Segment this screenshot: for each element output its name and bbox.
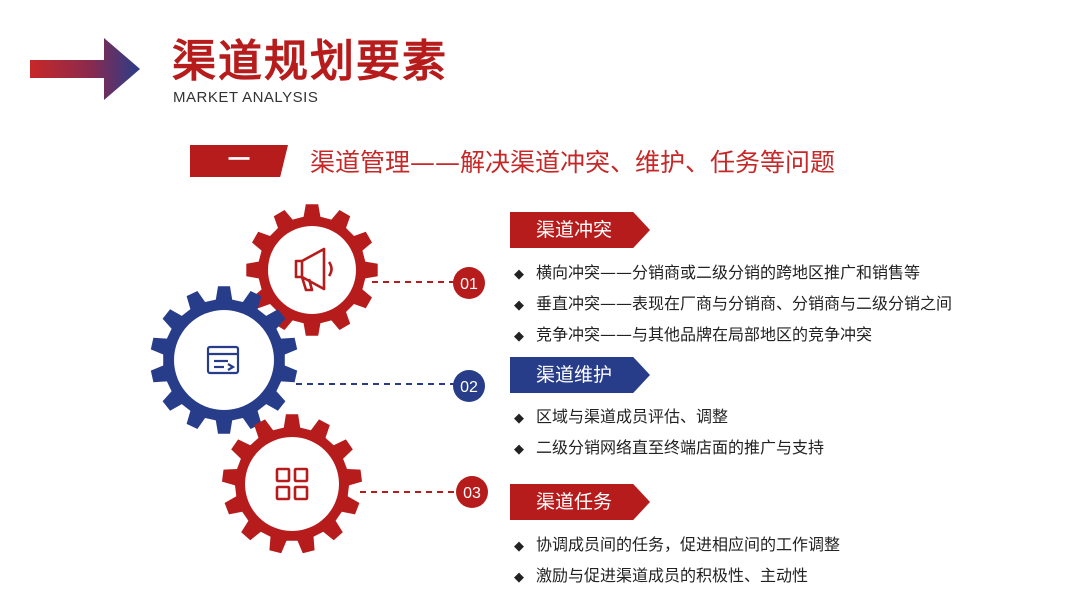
number-03-text: 03	[463, 485, 481, 502]
header-arrow-icon	[30, 38, 140, 100]
document-icon	[206, 345, 240, 375]
list-item: 竞争冲突——与其他品牌在局部地区的竞争冲突	[514, 320, 952, 351]
section-title: 渠道管理——解决渠道冲突、维护、任务等问题	[310, 148, 836, 177]
megaphone-icon	[294, 247, 333, 292]
bullet-list-conflict: 横向冲突——分销商或二级分销的跨地区推广和销售等 垂直冲突——表现在厂商与分销商…	[514, 258, 952, 351]
gear-01	[246, 204, 378, 336]
list-item: 二级分销网络直至终端店面的推广与支持	[514, 433, 824, 464]
number-01-text: 01	[460, 276, 478, 293]
category-tag-conflict: 渠道冲突	[510, 212, 650, 248]
page-title: 渠道规划要素	[172, 36, 448, 87]
number-badge-03: 03	[456, 476, 488, 508]
number-badge-01: 01	[453, 267, 485, 299]
list-item: 激励与促进渠道成员的积极性、主动性	[514, 561, 840, 592]
list-item: 区域与渠道成员评估、调整	[514, 402, 824, 433]
number-02-text: 02	[460, 379, 478, 396]
section-tag: 一	[190, 145, 288, 177]
list-item: 垂直冲突——表现在厂商与分销商、分销商与二级分销之间	[514, 289, 952, 320]
number-badge-02: 02	[453, 370, 485, 402]
category-tag-tasks: 渠道任务	[510, 484, 650, 520]
bullet-list-tasks: 协调成员间的任务，促进相应间的工作调整 激励与促进渠道成员的积极性、主动性	[514, 530, 840, 592]
category-tag-maintenance: 渠道维护	[510, 357, 650, 393]
gear-02	[150, 286, 298, 434]
list-item: 协调成员间的任务，促进相应间的工作调整	[514, 530, 840, 561]
gear-03	[222, 414, 362, 554]
grid-icon	[275, 467, 309, 501]
bullet-list-maintenance: 区域与渠道成员评估、调整 二级分销网络直至终端店面的推广与支持	[514, 402, 824, 464]
page-subtitle: MARKET ANALYSIS	[173, 89, 319, 106]
list-item: 横向冲突——分销商或二级分销的跨地区推广和销售等	[514, 258, 952, 289]
